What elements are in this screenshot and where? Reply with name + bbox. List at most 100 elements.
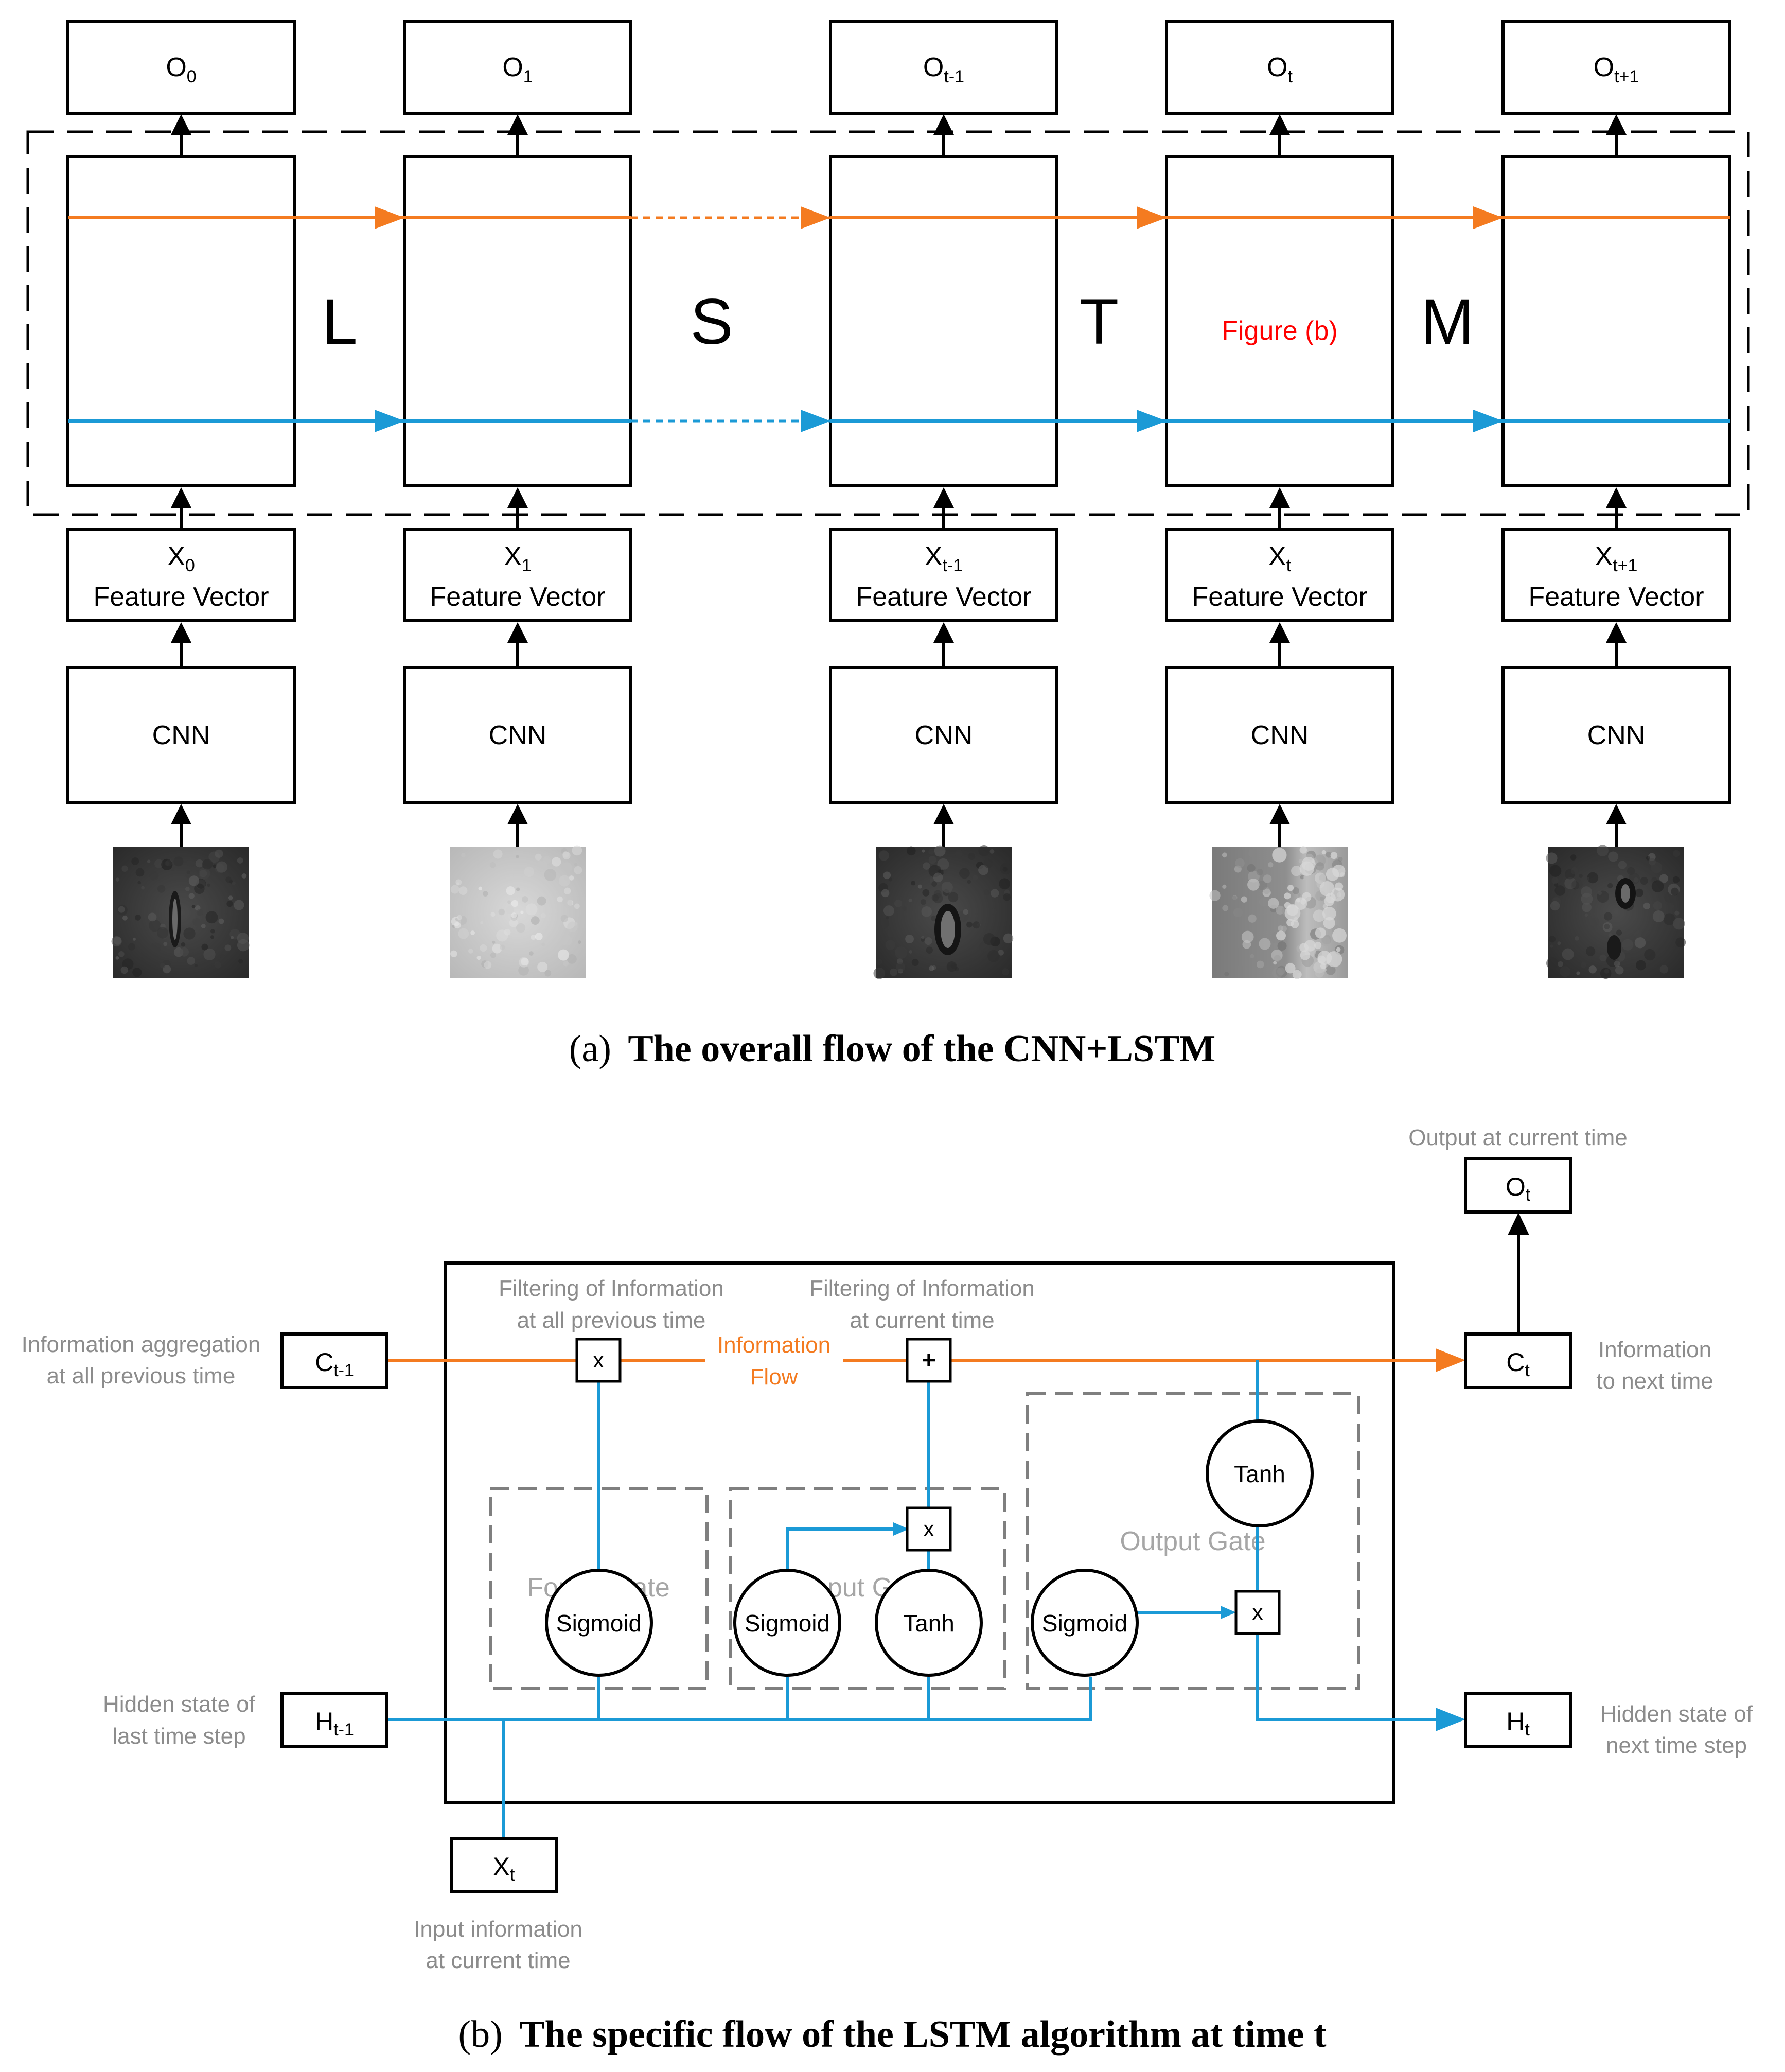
filter-current-label-2: at current time — [850, 1308, 994, 1333]
cell-state-line-a — [68, 206, 1730, 229]
lstm-letter-l: L — [322, 286, 358, 358]
defect-thumbnail-t-1 — [873, 845, 1014, 979]
flow-arrow — [171, 487, 191, 528]
svg-text:CNN: CNN — [915, 721, 973, 750]
filter-all-label-2: at all previous time — [517, 1308, 706, 1333]
c-prev-box: Ct-1 — [280, 1332, 388, 1389]
input-info-label-2: at current time — [426, 1948, 570, 1973]
flow-arrow — [933, 804, 954, 847]
svg-text:X1: X1 — [504, 541, 532, 575]
output-multiply-op: x — [1234, 1590, 1281, 1635]
output-sigmoid-node: Sigmoid — [1031, 1569, 1139, 1677]
forget-multiply-op: x — [575, 1338, 622, 1383]
svg-text:Feature Vector: Feature Vector — [1192, 582, 1367, 612]
output-gate-label: Output Gate — [1120, 1526, 1265, 1556]
svg-text:Xt: Xt — [1268, 541, 1292, 575]
ct-to-ot-arrow-head — [1508, 1213, 1529, 1235]
output-gate-region — [1026, 1392, 1360, 1690]
svg-text:Feature Vector: Feature Vector — [430, 582, 605, 612]
flow-arrow — [507, 804, 528, 847]
flow-arrow — [1606, 804, 1627, 847]
output-box-0: O0 — [66, 20, 296, 115]
figure-b-reference: Figure (b) — [1222, 316, 1337, 346]
svg-text:Sigmoid: Sigmoid — [556, 1610, 642, 1637]
lstm-cell-box — [444, 1261, 1395, 1804]
output-box-t: Ot — [1165, 20, 1394, 115]
info-aggregation-label-2: at all previous time — [47, 1363, 236, 1389]
hidden-next-arrow-head — [1436, 1708, 1465, 1731]
flow-arrow — [507, 622, 528, 666]
output-box-t+1: Ot+1 — [1501, 20, 1731, 115]
input-tanh-node: Tanh — [875, 1569, 983, 1677]
svg-text:Feature Vector: Feature Vector — [856, 582, 1031, 612]
hidden-state-line-a — [68, 410, 1730, 432]
svg-text:Ot-1: Ot-1 — [923, 52, 964, 86]
filter-all-label-1: Filtering of Information — [499, 1276, 724, 1301]
info-next-label-1: Information — [1598, 1337, 1711, 1362]
svg-text:CNN: CNN — [489, 721, 547, 750]
svg-text:Sigmoid: Sigmoid — [1042, 1610, 1127, 1637]
flow-arrow — [171, 804, 191, 847]
flow-arrow — [1269, 487, 1290, 528]
flow-arrow — [1269, 622, 1290, 666]
defect-thumbnail-t+1 — [1546, 845, 1686, 979]
info-aggregation-label-1: Information aggregation — [22, 1332, 261, 1357]
svg-text:Tanh: Tanh — [1234, 1461, 1285, 1487]
svg-text:x: x — [1252, 1600, 1263, 1624]
svg-text:x: x — [924, 1517, 934, 1541]
svg-text:Tanh: Tanh — [903, 1610, 955, 1637]
svg-text:x: x — [593, 1348, 604, 1372]
svg-text:Xt+1: Xt+1 — [1595, 541, 1638, 575]
svg-text:Feature Vector: Feature Vector — [1528, 582, 1704, 612]
info-next-label-2: to next time — [1596, 1368, 1713, 1394]
lstm-cell-t-1 — [829, 155, 1058, 487]
flow-arrow — [933, 622, 954, 666]
hidden-last-label-1: Hidden state of — [103, 1692, 256, 1717]
flow-arrow — [1606, 622, 1627, 666]
input-sigmoid-node: Sigmoid — [733, 1569, 841, 1677]
svg-text:CNN: CNN — [152, 721, 210, 750]
flow-arrow — [507, 487, 528, 528]
defect-thumbnail-1 — [450, 845, 586, 978]
cnn-box-t-1: CNN — [829, 666, 1058, 804]
svg-text:Ot: Ot — [1267, 52, 1293, 86]
lstm-letter-s: S — [690, 286, 733, 358]
flow-arrow — [1606, 487, 1627, 528]
hidden-next-label-2: next time step — [1606, 1733, 1747, 1758]
filter-current-label-1: Filtering of Information — [809, 1276, 1035, 1301]
cell-add-op: + — [906, 1338, 952, 1383]
svg-text:O1: O1 — [502, 52, 533, 86]
output-current-label: Output at current time — [1408, 1125, 1628, 1150]
h-t-box: Ht — [1464, 1692, 1572, 1748]
cell-state-arrow-head — [1436, 1348, 1465, 1372]
input-multiply-op: x — [906, 1506, 952, 1552]
defect-thumbnail-0 — [111, 847, 250, 978]
flow-arrow — [507, 114, 528, 155]
forget-gate-region — [489, 1487, 709, 1690]
c-t-box: Ct — [1464, 1332, 1572, 1389]
output-tanh-node: Tanh — [1206, 1419, 1314, 1527]
svg-text:Xt-1: Xt-1 — [925, 541, 963, 575]
svg-text:Ot: Ot — [1506, 1172, 1531, 1205]
o-t-box: Ot — [1464, 1157, 1572, 1214]
svg-text:Ht-1: Ht-1 — [315, 1707, 354, 1740]
svg-text:Ct-1: Ct-1 — [315, 1348, 354, 1380]
flow-arrow — [933, 114, 954, 155]
caption-a: (a) The overall flow of the CNN+LSTM — [569, 1028, 1215, 1070]
flow-arrow — [1269, 114, 1290, 155]
flow-arrow — [171, 622, 191, 666]
lstm-cell-1 — [403, 155, 632, 487]
lstm-cell-t — [1165, 155, 1394, 487]
hidden-last-label-2: last time step — [112, 1724, 245, 1749]
svg-text:CNN: CNN — [1587, 721, 1646, 750]
